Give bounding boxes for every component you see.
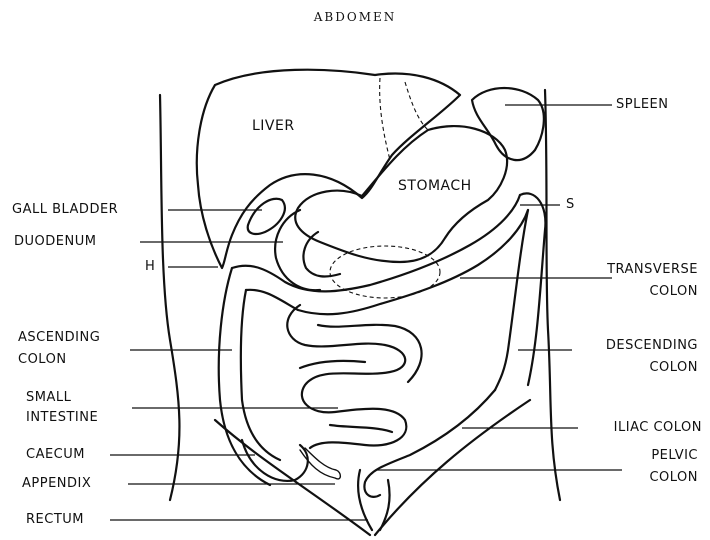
- transverse-colon-label-line1: TRANSVERSE: [607, 262, 698, 278]
- body-outline-left: [160, 95, 179, 500]
- iliac-colon-label: ILIAC COLON: [614, 420, 702, 436]
- stomach-label: STOMACH: [398, 178, 472, 194]
- ascending-colon-label-line2: COLON: [18, 352, 67, 368]
- liver-outline: [197, 70, 460, 268]
- pelvic-colon-label-line2: COLON: [649, 470, 698, 486]
- small-intestine-label-line2: INTESTINE: [26, 410, 98, 426]
- small-intestine-loops-inner: [300, 325, 422, 432]
- small-intestine-label-line1: SMALL: [26, 390, 71, 406]
- descending-colon-label-line1: DESCENDING: [606, 338, 698, 354]
- caecum-outline: [242, 440, 308, 481]
- transverse-colon-label-line2: COLON: [649, 284, 698, 300]
- ascending-colon-inner: [241, 290, 280, 460]
- body-outline-right: [545, 90, 560, 500]
- gall-bladder-label: GALL BLADDER: [12, 202, 118, 218]
- rectum-outline: [358, 470, 389, 530]
- pelvic-colon-outline: [364, 390, 495, 497]
- duodenum-outline: [275, 210, 340, 290]
- rectum-label: RECTUM: [26, 512, 84, 528]
- liver-label: LIVER: [252, 118, 295, 134]
- duodenum-label: DUODENUM: [14, 234, 96, 250]
- spleen-label: SPLEEN: [616, 97, 669, 113]
- descending-colon-outer: [520, 193, 545, 385]
- caecum-label: CAECUM: [26, 447, 85, 463]
- appendix-label: APPENDIX: [22, 476, 91, 492]
- s-marker-label: S: [566, 197, 575, 213]
- pelvis-line-left: [215, 420, 370, 535]
- pelvic-colon-label-line1: PELVIC: [651, 448, 698, 464]
- spleen-outline: [472, 88, 544, 160]
- descending-colon-label-line2: COLON: [649, 360, 698, 376]
- pelvis-line-right: [375, 400, 530, 535]
- ascending-colon-label-line1: ASCENDING: [18, 330, 100, 346]
- h-marker-label: H: [145, 259, 155, 275]
